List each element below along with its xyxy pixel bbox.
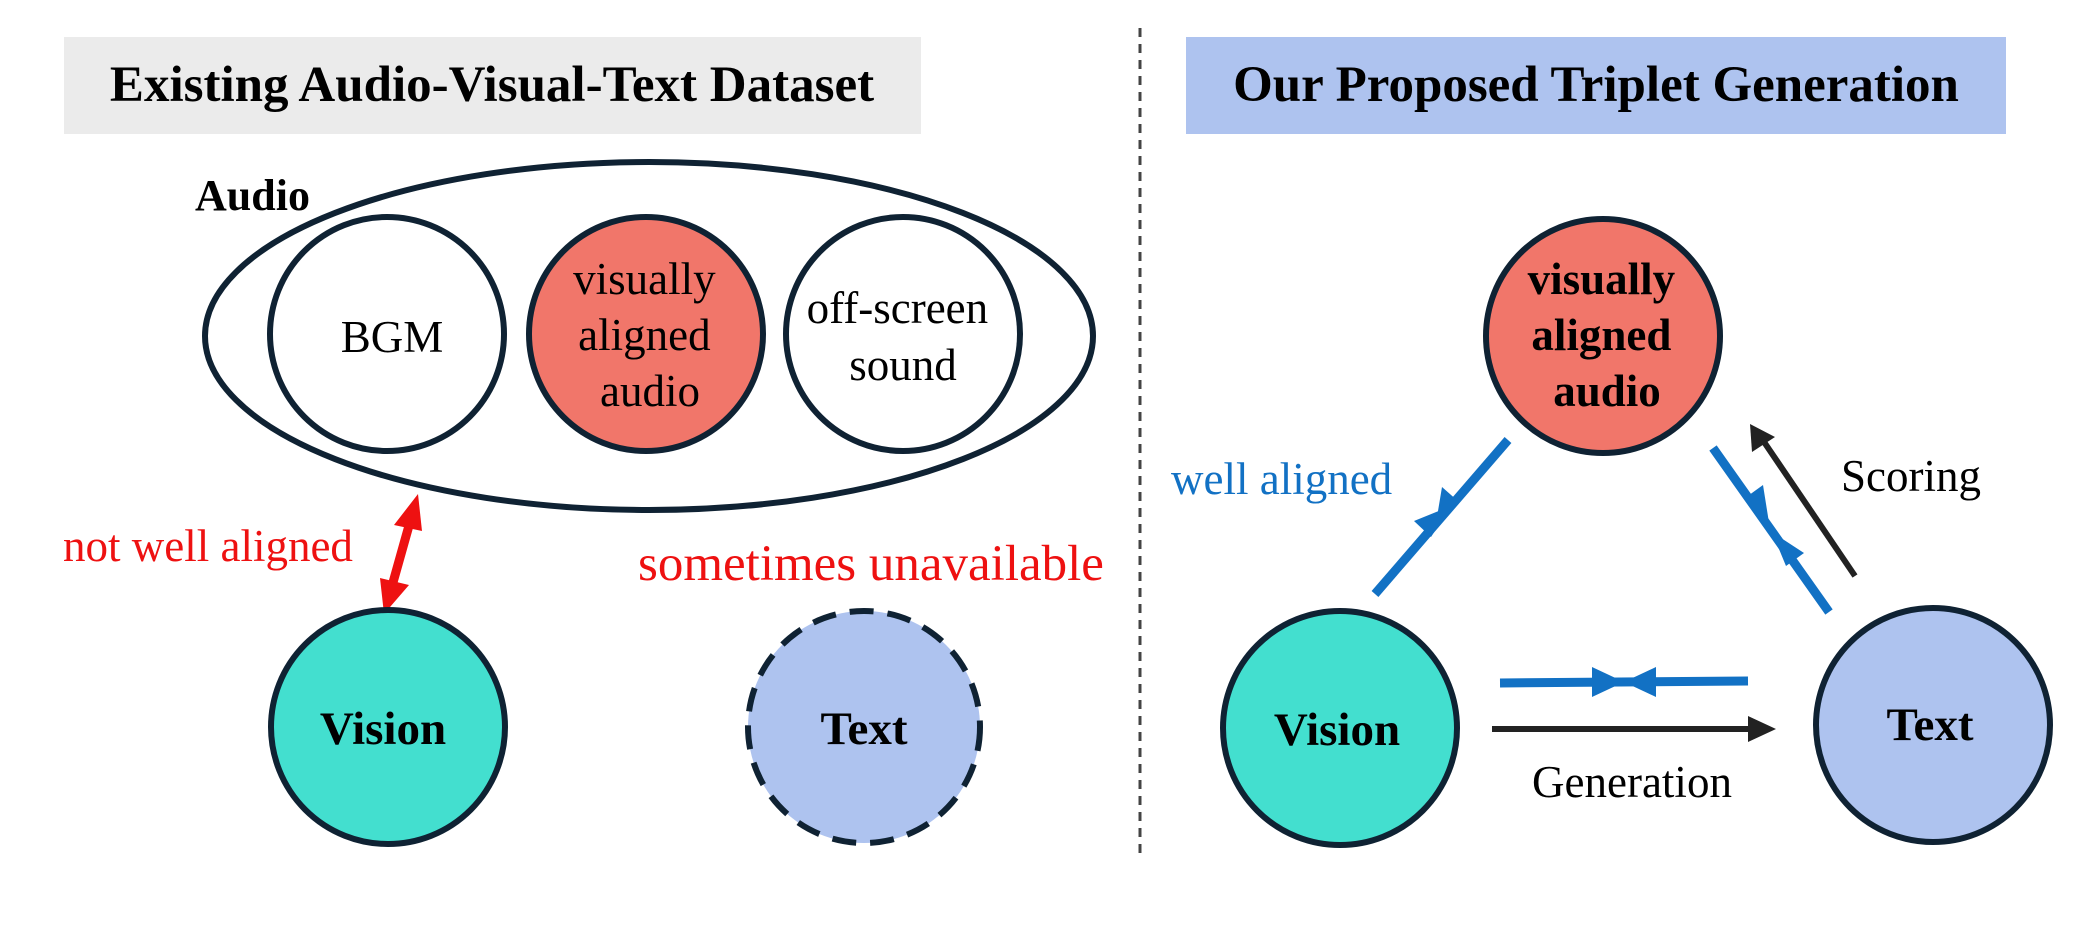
vision-label-right: Vision [1274,704,1400,756]
bgm-label: BGM [341,312,444,362]
text-label-left: Text [820,703,907,755]
left-title: Existing Audio-Visual-Text Dataset [110,57,874,113]
text-circle-left-dashed [745,608,983,846]
scoring-arrow [1757,434,1858,578]
vision-text-alignment-arrows [1499,667,1749,697]
vision-label-left: Vision [320,703,446,755]
text-circle-right [1813,605,2053,845]
unavailable-label: sometimes unavailable [638,536,1104,592]
generation-label: Generation [1532,757,1732,807]
right-panel: Our Proposed Triplet Generation visually… [1171,37,2053,848]
scoring-arrow-head [1750,424,1775,452]
visually-aligned-audio-circle [526,214,766,454]
visually-aligned-audio-label: visually aligned audio [573,254,727,416]
visually-aligned-audio-circle-right [1483,216,1723,456]
left-title-box [64,37,921,134]
well-aligned-label: well aligned [1171,454,1392,504]
not-aligned-arrow [380,494,422,614]
vision-circle-left [268,607,508,847]
audio-ellipse [202,159,1096,513]
right-title: Our Proposed Triplet Generation [1233,57,1959,113]
generation-arrow-head [1748,716,1776,742]
off-screen-sound-label: off-screen sound [807,283,1000,390]
scoring-label: Scoring [1841,451,1981,501]
text-audio-alignment-arrows [1709,445,1833,615]
visually-aligned-audio-label-right: visually aligned audio [1528,254,1687,416]
left-panel: Existing Audio-Visual-Text Dataset Audio… [63,37,1104,847]
vision-audio-alignment-arrows [1371,437,1512,597]
bgm-circle [267,214,507,454]
not-aligned-label: not well aligned [63,521,353,571]
right-title-box [1186,37,2006,134]
vision-circle-right [1220,608,1460,848]
audio-label: Audio [195,171,310,220]
off-screen-sound-circle [783,214,1023,454]
text-label-right: Text [1886,699,1973,751]
